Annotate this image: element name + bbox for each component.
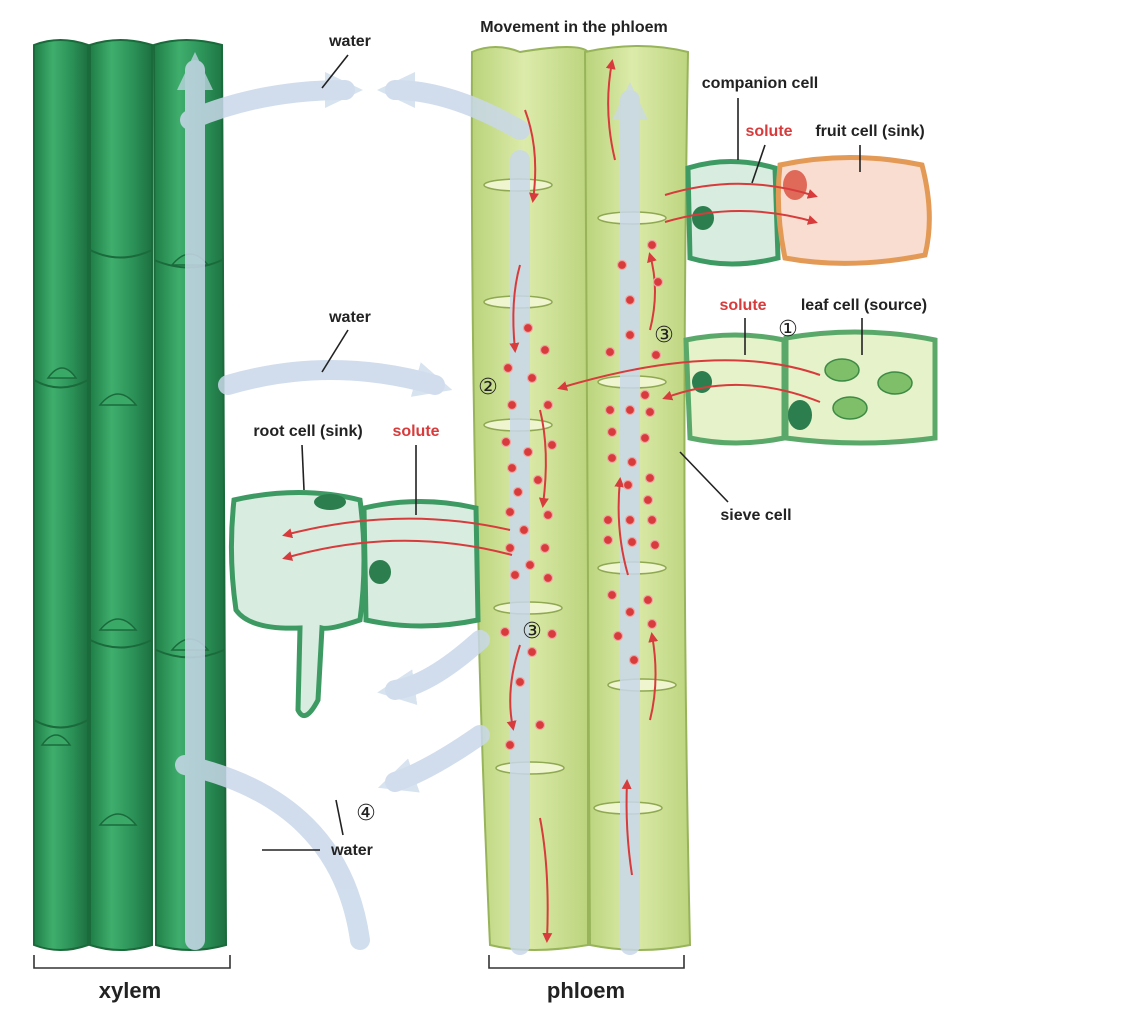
label-water-middle: water	[328, 309, 371, 326]
label-companion-cell: companion cell	[702, 75, 818, 92]
solute-arrows	[282, 59, 821, 943]
root-companion-cell	[361, 499, 481, 629]
label-xylem: xylem	[99, 978, 161, 1003]
root-cell	[228, 490, 367, 719]
label-solute-fruit: solute	[745, 123, 792, 140]
step-4-marker: ④	[356, 801, 376, 826]
label-solute-root: solute	[392, 423, 439, 440]
label-root-cell: root cell (sink)	[253, 423, 362, 440]
step-3-lower-marker: ③	[522, 619, 542, 644]
label-water-bottom: water	[330, 842, 373, 859]
fruit-cell	[775, 155, 932, 266]
solute-particles	[499, 239, 664, 751]
leaf-cell	[783, 329, 938, 446]
phloem-sieve-tubes	[470, 45, 692, 951]
step-1-marker: ①	[778, 317, 798, 342]
brackets	[33, 955, 685, 969]
step-2-marker: ②	[478, 375, 498, 400]
label-solute-leaf: solute	[719, 297, 766, 314]
label-water-top: water	[328, 33, 371, 50]
label-phloem: phloem	[547, 978, 625, 1003]
label-fruit-cell: fruit cell (sink)	[815, 123, 924, 140]
leader-lines	[262, 54, 863, 851]
diagram-title: Movement in the phloem	[480, 19, 668, 36]
label-sieve-cell: sieve cell	[720, 507, 791, 524]
label-leaf-cell: leaf cell (source)	[801, 297, 927, 314]
step-3-upper-marker: ③	[654, 323, 674, 348]
